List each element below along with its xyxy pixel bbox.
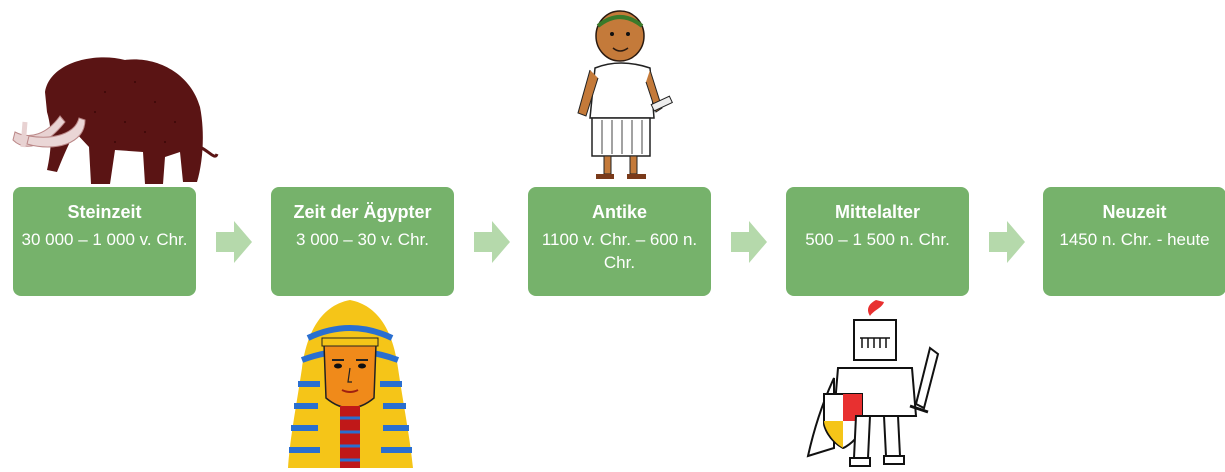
- arrow-right-icon: [216, 221, 252, 263]
- period-dates: 3 000 – 30 v. Chr.: [296, 230, 429, 249]
- period-title: Steinzeit: [67, 202, 142, 222]
- arrow-right-icon: [731, 221, 767, 263]
- period-dates: 30 000 – 1 000 v. Chr.: [21, 230, 188, 249]
- mammoth-illustration: [12, 57, 219, 184]
- period-neuzeit: Neuzeit 1450 n. Chr. - heute: [1043, 187, 1225, 296]
- roman-illustration: [577, 10, 673, 179]
- period-title: Zeit der Ägypter: [293, 202, 432, 222]
- period-antike: Antike 1100 v. Chr. – 600 n. Chr.: [528, 187, 711, 296]
- period-dates: 1450 n. Chr. - heute: [1059, 230, 1210, 249]
- knight-illustration: [806, 300, 940, 467]
- arrow-right-icon: [474, 221, 510, 263]
- period-dates: 500 – 1 500 n. Chr.: [805, 230, 950, 249]
- period-dates: 1100 v. Chr. – 600 n. Chr.: [541, 230, 698, 272]
- arrow-right-icon: [989, 221, 1025, 263]
- period-title: Antike: [591, 202, 647, 222]
- period-mittelalter: Mittelalter 500 – 1 500 n. Chr.: [786, 187, 969, 296]
- pharaoh-illustration: [288, 300, 413, 468]
- period-steinzeit: Steinzeit 30 000 – 1 000 v. Chr.: [13, 187, 196, 296]
- period-aegypter: Zeit der Ägypter 3 000 – 30 v. Chr.: [271, 187, 454, 296]
- period-title: Neuzeit: [1102, 202, 1167, 222]
- period-title: Mittelalter: [834, 202, 921, 222]
